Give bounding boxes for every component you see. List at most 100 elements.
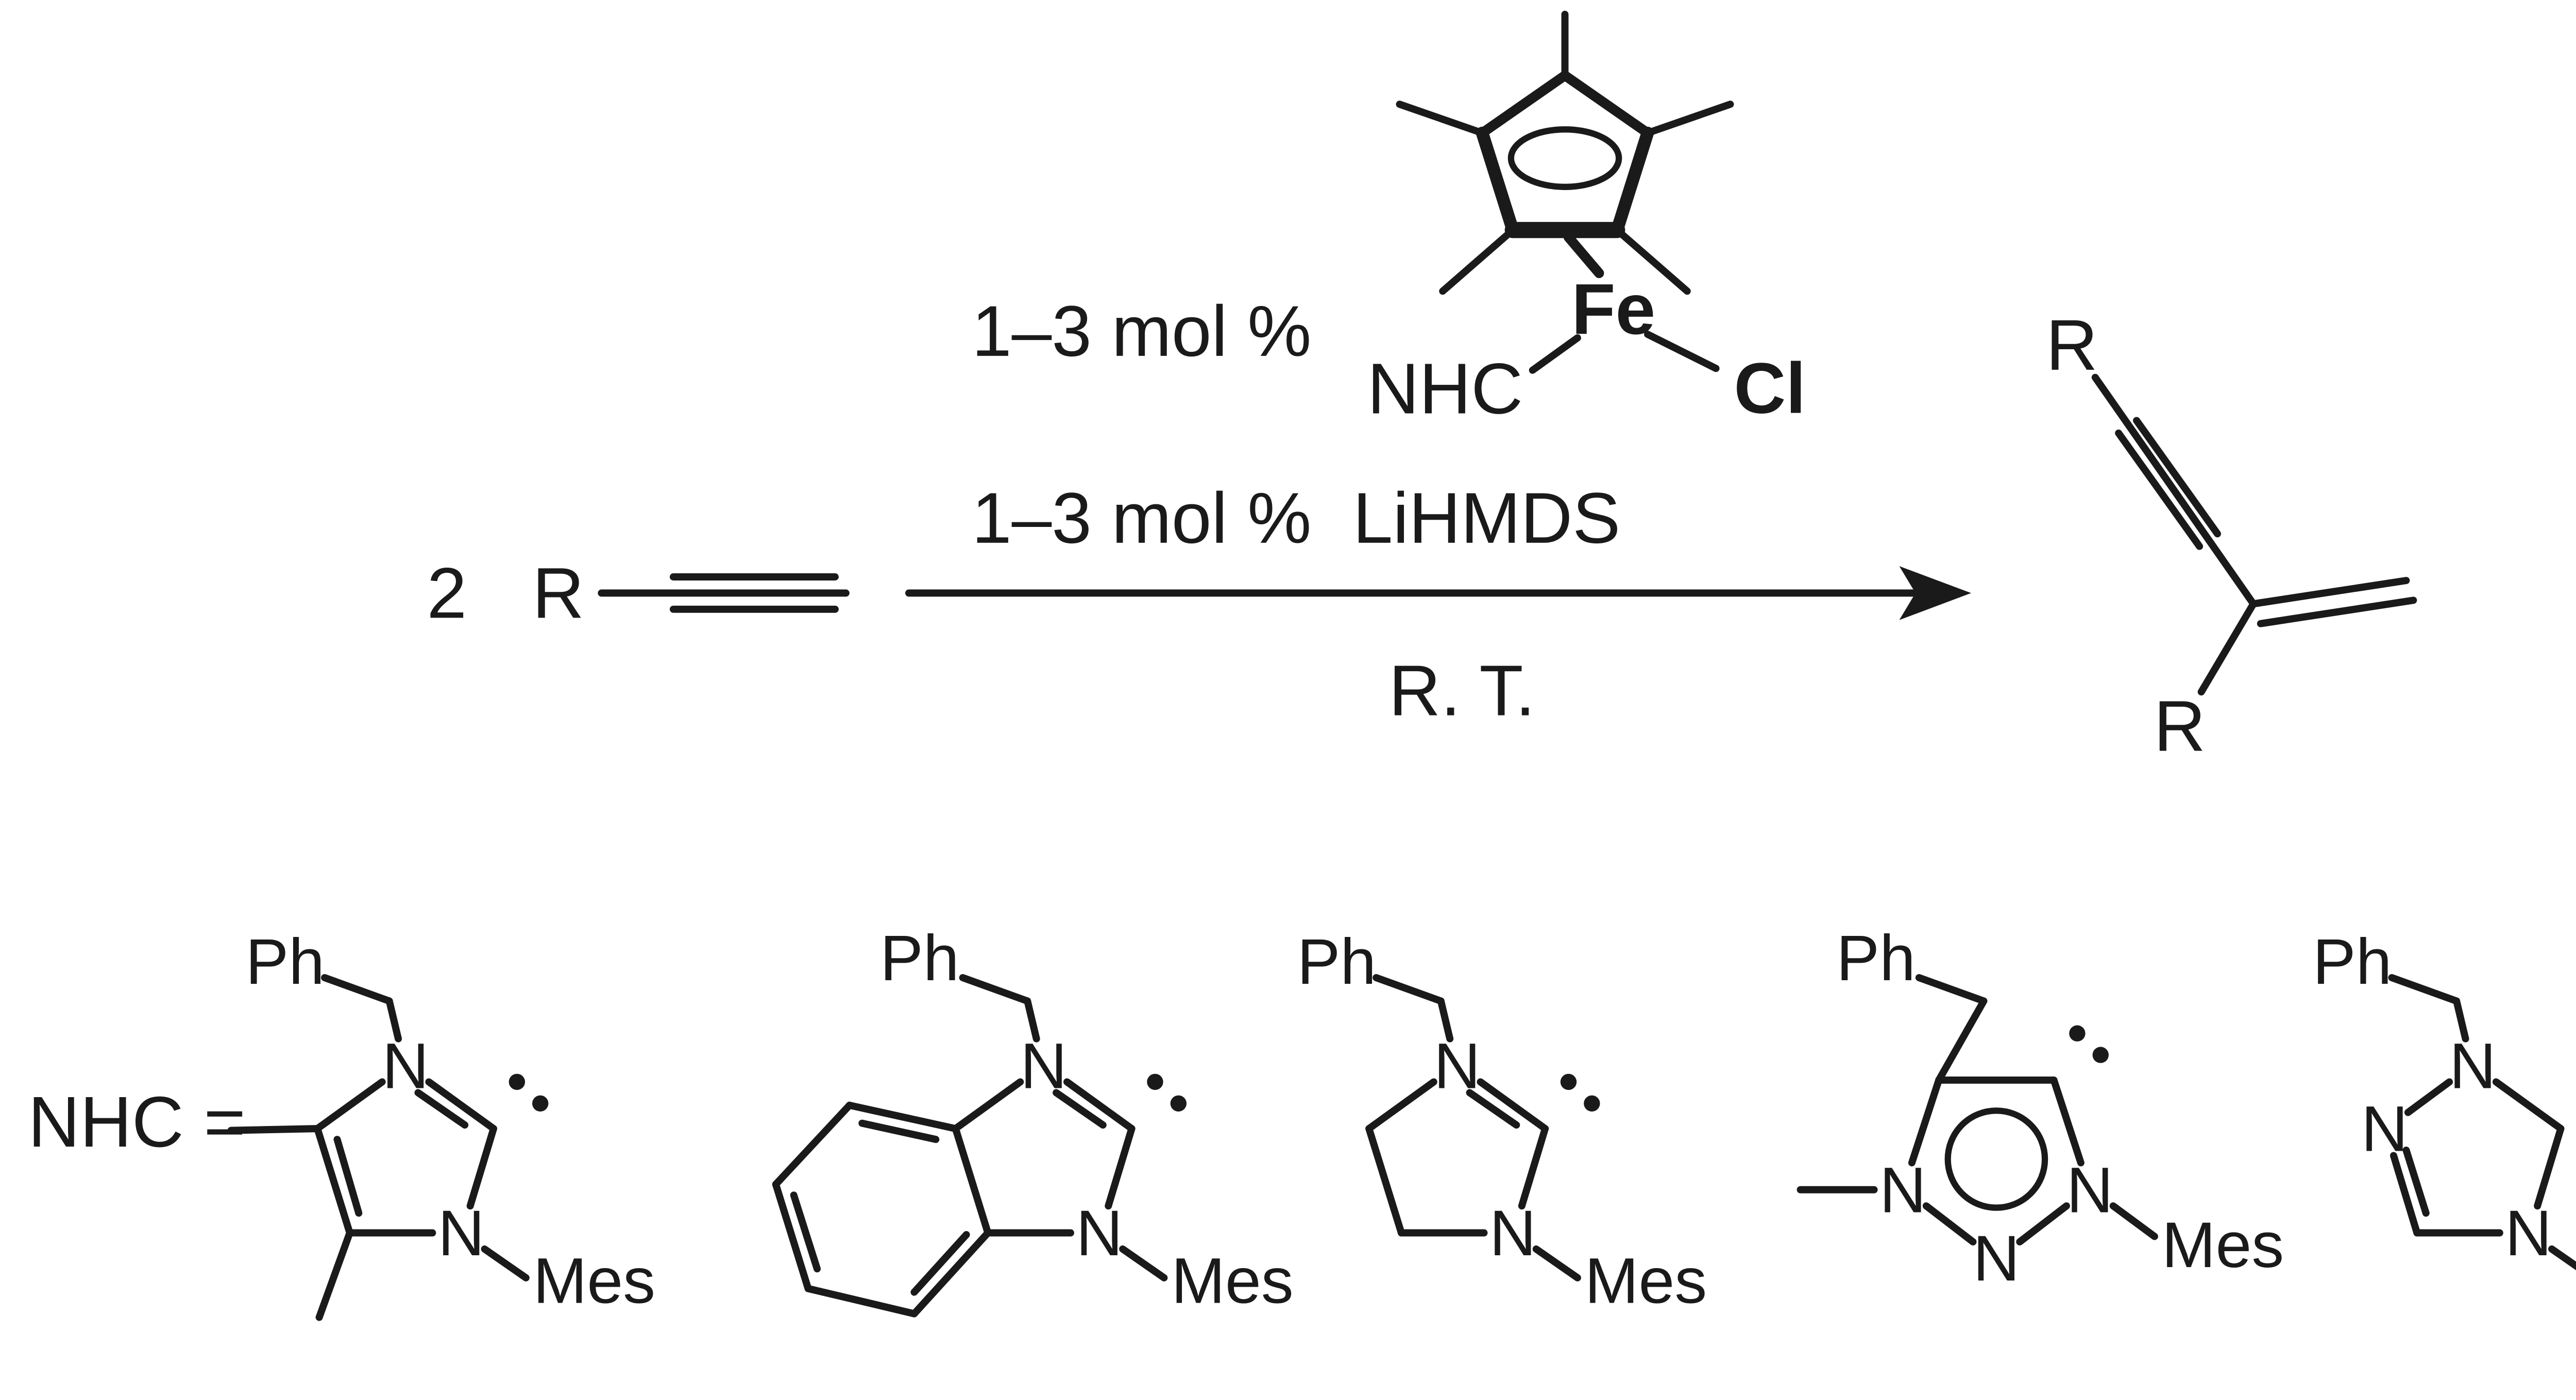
ring-bond [2050,1076,2084,1167]
ligand-dimethyl-imidazolylidene: Ph N N Mes [227,925,655,1321]
base-label: LiHMDS [1353,478,1621,558]
lone-pair-dot [1170,1095,1187,1112]
n-label: N [382,1030,429,1102]
ph-label: Ph [880,921,959,994]
benzyl-bond [2453,997,2469,1043]
n-label: N [1434,1030,1481,1102]
mes-label: Mes [1585,1244,1707,1317]
arrow-head [1899,566,1972,620]
ph-label: Ph [2313,925,2392,998]
temperature-label: R. T. [1389,651,1535,731]
double-bond-inner [1053,1089,1107,1129]
ph-label: Ph [245,925,325,998]
double-bond-inner [2402,1147,2430,1217]
benzyl-bond [1915,974,1988,1005]
base-loading-label: 1–3 mol % [972,478,1311,558]
bond [2091,373,2257,608]
ligand-imidazolinylidene: Ph N N Mes [1297,925,1707,1317]
ring-bond [466,1125,497,1210]
n-label: N [2361,1092,2408,1165]
nhc-definition-label: NHC = [28,1082,246,1162]
methyl-bond [1644,100,1734,137]
cp-ring-bond [1611,126,1654,236]
cp-fe-bond [1563,232,1604,278]
n-label: N [2449,1030,2496,1102]
mes-label: Mes [533,1244,655,1317]
double-bond-inner [910,1231,970,1296]
fe-cl-bond [1644,330,1720,372]
triple-bond-line [2115,429,2204,550]
ring-bond [425,1078,497,1133]
aromatic-circle [1944,1107,2048,1211]
reaction-arrow [905,566,1972,620]
nhc-ligand-label: NHC [1367,348,1523,429]
fe-label: Fe [1571,269,1655,349]
ring-bond [1365,1078,1437,1133]
benzo-bond [772,1181,812,1292]
benzyl-bond [1372,974,1445,1005]
lone-pair-dot [509,1073,526,1090]
product-r-top-label: R [2046,305,2098,385]
ring-bond [1518,1125,1549,1210]
benzyl-bond [1437,997,1454,1043]
methyl-bond [1613,226,1691,295]
benzyl-bond [321,974,393,1005]
stoichiometry-label: 2 [427,553,467,633]
benzyl-bond [1935,997,1988,1084]
reaction-conditions: 1–3 mol % 1–3 mol % LiHMDS R. T. [972,291,1620,731]
ring-bond [1105,1125,1136,1210]
mes-label: Mes [1171,1244,1293,1317]
benzyl-bond [1024,997,1040,1043]
mes-bond [1119,1245,1168,1282]
benzo-bond [772,1101,853,1188]
ring-bond [2492,1078,2565,1133]
double-bond-line [2257,596,2417,627]
reactant-r-label: R [532,553,584,633]
benzo-bond [804,1285,918,1318]
ring-bond [1908,1076,1943,1167]
ligand-benzimidazolylidene: Ph N N Mes [772,921,1294,1318]
ring-bond [1477,1078,1549,1133]
ring-bond [1922,1202,1977,1245]
mes-label: Mes [2162,1208,2284,1281]
n-label: N [438,1197,485,1269]
ring-bond [314,1078,386,1133]
mes-bond [2109,1202,2158,1240]
ring-bond [952,1125,992,1237]
methyl-bond [315,1229,353,1321]
triple-bond-line [2133,417,2222,538]
lone-pair-dot [1147,1073,1163,1090]
product-enyne: R R [2046,305,2417,766]
benzyl-bond [959,974,1031,1005]
benzyl-bond [385,997,402,1043]
lone-pair-dot [2069,1025,2086,1042]
product-r-bottom-label: R [2154,686,2206,766]
ring-bond [2404,1078,2453,1116]
lone-pair-dot [2092,1047,2109,1063]
double-bond-inner [1466,1089,1520,1129]
ph-label: Ph [1297,925,1377,998]
cp-ring-bond [1477,70,1570,138]
mes-bond [2548,1245,2576,1271]
cp-aromatic-circle [1507,126,1622,190]
nhc-fe-bond [1529,334,1581,374]
benzo-bond [910,1229,992,1318]
ring-bond [2534,1125,2565,1210]
cp-ring-bond [1476,126,1519,236]
lone-pair-dot [1560,1073,1577,1090]
cl-label: Cl [1734,348,1806,429]
double-bond-inner [790,1191,821,1273]
double-bond-inner [333,1136,363,1217]
mes-bond [481,1245,530,1282]
n-label: N [1489,1197,1536,1269]
n-label: N [2066,1153,2113,1226]
catalyst-loading-label: 1–3 mol % [972,291,1311,371]
methyl-bond [1396,100,1486,137]
ring-bond [1063,1078,1136,1133]
methyl-bond [227,1125,321,1134]
ring-bond [1365,1125,1405,1237]
ligand-triazolylidene-124: Ph N N N Mes [2313,925,2576,1271]
cp-ring-bond [1560,70,1653,138]
ph-label: Ph [1836,921,1916,994]
